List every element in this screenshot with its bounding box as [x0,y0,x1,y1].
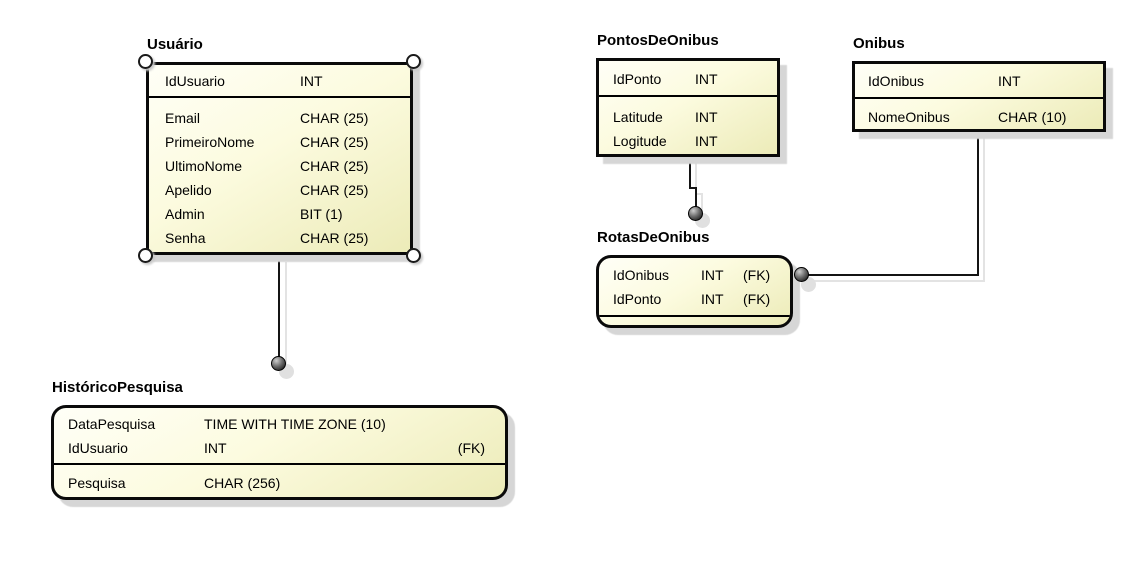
attribute-type: TIME WITH TIME ZONE (10) [204,416,386,432]
connector-shadow [983,138,985,282]
entity-box[interactable]: IdPonto INT Latitude INT Logitude INT [596,58,780,157]
attributes-section: Email CHAR (25) PrimeiroNome CHAR (25) U… [149,98,410,250]
attribute-type: CHAR (25) [300,158,369,174]
foreign-key-marker: (FK) [743,291,771,307]
attribute-row[interactable]: IdPonto INT (FK) [599,287,790,311]
selection-handle[interactable] [406,54,421,69]
connector-shadow [701,193,703,215]
relationship-line-onibus-rotasdeonibus[interactable] [806,274,978,276]
entity-onibus[interactable]: Onibus IdOnibus INT NomeOnibus CHAR (10) [852,35,1106,132]
entity-title: Usuário [147,36,203,53]
attribute-type: CHAR (25) [300,110,369,126]
attribute-name: Logitude [613,133,667,149]
attribute-row[interactable]: Pesquisa CHAR (256) [54,471,505,495]
entity-box[interactable]: IdOnibus INT NomeOnibus CHAR (10) [852,61,1106,132]
primary-key-section: IdUsuario INT [149,65,410,98]
attribute-row[interactable]: IdUsuario INT [149,69,410,93]
attribute-type: INT [701,267,724,283]
relationship-line-pontosdeonibus-rotasdeonibus[interactable] [695,187,697,209]
attribute-row[interactable]: IdUsuario INT (FK) [54,436,505,460]
attribute-row[interactable]: Apelido CHAR (25) [149,178,410,202]
attribute-type: CHAR (256) [204,475,281,491]
entity-usuario[interactable]: Usuário IdUsuario INT Email CHAR (25) Pr… [138,36,421,263]
connector-endpoint-ball[interactable] [688,206,703,221]
attribute-name: IdPonto [613,71,662,87]
relationship-line-usuario-historicopesquisa[interactable] [278,256,280,358]
selection-handle[interactable] [138,248,153,263]
connector-endpoint-ball[interactable] [271,356,286,371]
attribute-type: INT [300,73,323,89]
relationship-line-pontosdeonibus-rotasdeonibus[interactable] [689,187,697,189]
attribute-row[interactable]: DataPesquisa TIME WITH TIME ZONE (10) [54,412,505,436]
relationship-line-pontosdeonibus-rotasdeonibus[interactable] [689,157,691,189]
attribute-name: Email [165,110,201,126]
attributes-section [599,317,790,325]
attribute-type: INT [998,73,1021,89]
attribute-row[interactable]: Email CHAR (25) [149,106,410,130]
primary-key-section: IdOnibus INT [855,64,1103,99]
attribute-name: PrimeiroNome [165,134,255,150]
connector-shadow [812,280,984,282]
connector-shadow [695,193,703,195]
attribute-type: INT [701,291,724,307]
primary-key-section: IdPonto INT [599,61,777,97]
entity-rotasdeonibus[interactable]: RotasDeOnibus IdOnibus INT (FK) IdPonto … [596,229,793,328]
attribute-name: Latitude [613,109,663,125]
attribute-type: INT [695,71,718,87]
entity-title: PontosDeOnibus [597,32,719,49]
attribute-name: IdPonto [613,291,662,307]
attribute-row[interactable]: PrimeiroNome CHAR (25) [149,130,410,154]
entity-title: RotasDeOnibus [597,229,710,246]
attribute-name: Admin [165,206,205,222]
attribute-name: IdUsuario [68,440,128,456]
primary-key-section: DataPesquisa TIME WITH TIME ZONE (10) Id… [54,408,505,465]
selection-handle[interactable] [406,248,421,263]
relationship-line-onibus-rotasdeonibus[interactable] [977,132,979,276]
entity-box[interactable]: DataPesquisa TIME WITH TIME ZONE (10) Id… [51,405,508,500]
attribute-type: CHAR (25) [300,230,369,246]
primary-key-section: IdOnibus INT (FK) IdPonto INT (FK) [599,258,790,317]
attribute-name: DataPesquisa [68,416,156,432]
entity-title: Onibus [853,35,905,52]
attribute-name: Pesquisa [68,475,126,491]
attribute-row[interactable]: NomeOnibus CHAR (10) [855,105,1103,129]
attribute-name: IdUsuario [165,73,225,89]
attribute-row[interactable]: Senha CHAR (25) [149,226,410,250]
attributes-section: NomeOnibus CHAR (10) [855,99,1103,129]
attributes-section: Pesquisa CHAR (256) [54,465,505,497]
attribute-row[interactable]: Logitude INT [599,129,777,153]
attribute-type: INT [695,133,718,149]
entity-box[interactable]: IdOnibus INT (FK) IdPonto INT (FK) [596,255,793,328]
entity-title: HistóricoPesquisa [52,379,183,396]
attribute-row[interactable]: Latitude INT [599,105,777,129]
attribute-type: INT [204,440,227,456]
connector-endpoint-ball[interactable] [794,267,809,282]
entity-box[interactable]: IdUsuario INT Email CHAR (25) PrimeiroNo… [146,62,413,255]
attribute-row[interactable]: IdPonto INT [599,67,777,91]
entity-historicopesquisa[interactable]: HistóricoPesquisa DataPesquisa TIME WITH… [51,379,508,500]
selection-handle[interactable] [138,54,153,69]
attribute-name: Apelido [165,182,212,198]
connector-shadow [285,262,287,364]
attribute-row[interactable]: IdOnibus INT (FK) [599,263,790,287]
attribute-type: INT [695,109,718,125]
attribute-name: IdOnibus [868,73,925,89]
foreign-key-marker: (FK) [743,267,771,283]
entity-pontosdeonibus[interactable]: PontosDeOnibus IdPonto INT Latitude INT … [596,32,780,157]
attribute-name: Senha [165,230,206,246]
attribute-row[interactable]: IdOnibus INT [855,69,1103,93]
attribute-type: CHAR (25) [300,182,369,198]
attribute-type: BIT (1) [300,206,343,222]
attribute-type: CHAR (25) [300,134,369,150]
attribute-row[interactable]: UltimoNome CHAR (25) [149,154,410,178]
foreign-key-marker: (FK) [457,440,485,456]
attribute-row[interactable]: Admin BIT (1) [149,202,410,226]
attribute-name: IdOnibus [613,267,670,283]
attribute-name: UltimoNome [165,158,243,174]
attribute-type: CHAR (10) [998,109,1067,125]
attribute-name: NomeOnibus [868,109,950,125]
attributes-section: Latitude INT Logitude INT [599,97,777,153]
connector-shadow [695,163,697,195]
